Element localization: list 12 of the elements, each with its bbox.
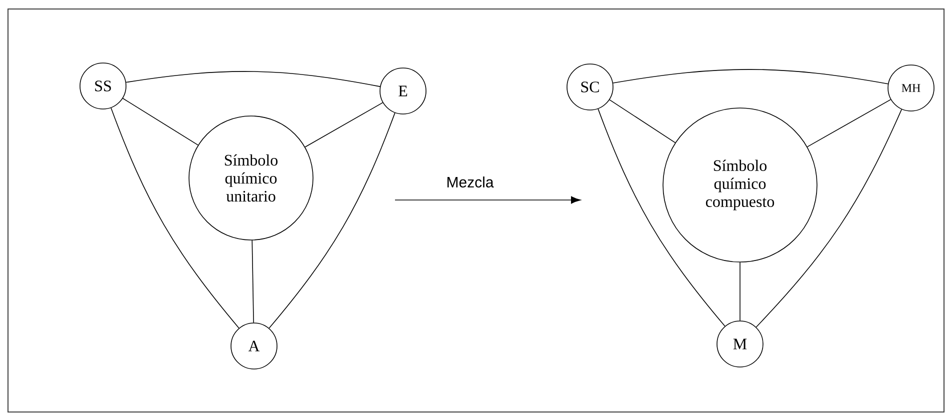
connector-line [268, 112, 396, 329]
connector-line [609, 99, 676, 144]
connector-line [806, 99, 892, 148]
connector-line [304, 102, 384, 148]
connector-line [612, 69, 888, 84]
connector-line [110, 108, 240, 329]
connector-line [756, 109, 902, 328]
connector-line [252, 240, 254, 323]
connector-line [122, 98, 198, 146]
connector-line [598, 108, 726, 327]
connector-line [126, 71, 380, 87]
arrow-label: Mezcla [447, 176, 494, 188]
